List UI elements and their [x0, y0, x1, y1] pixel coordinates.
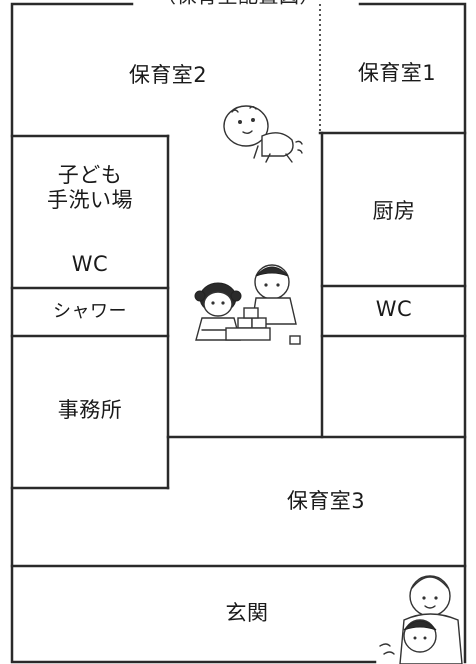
room-nursery-1: 保育室1 — [357, 60, 437, 85]
room-wc-right: WC — [375, 296, 413, 321]
room-kitchen: 厨房 — [372, 198, 416, 223]
room-kids-handwash-line1: 子ども — [57, 162, 123, 187]
crawling-baby-illustration — [223, 105, 303, 163]
header-text: （保育室配置図） — [156, 0, 320, 9]
children-playing-blocks-illustration — [194, 264, 301, 345]
adult-holding-child-illustration — [379, 575, 463, 664]
room-office: 事務所 — [57, 397, 123, 422]
room-nursery-3: 保育室3 — [286, 488, 366, 513]
room-kids-wc: WC — [71, 251, 109, 276]
room-shower: シャワー — [53, 300, 127, 322]
room-kids-handwash-line2: 手洗い場 — [47, 187, 133, 212]
outer-wall — [10, 2, 467, 664]
room-nursery-2: 保育室2 — [128, 62, 208, 87]
room-entrance: 玄関 — [225, 600, 269, 625]
